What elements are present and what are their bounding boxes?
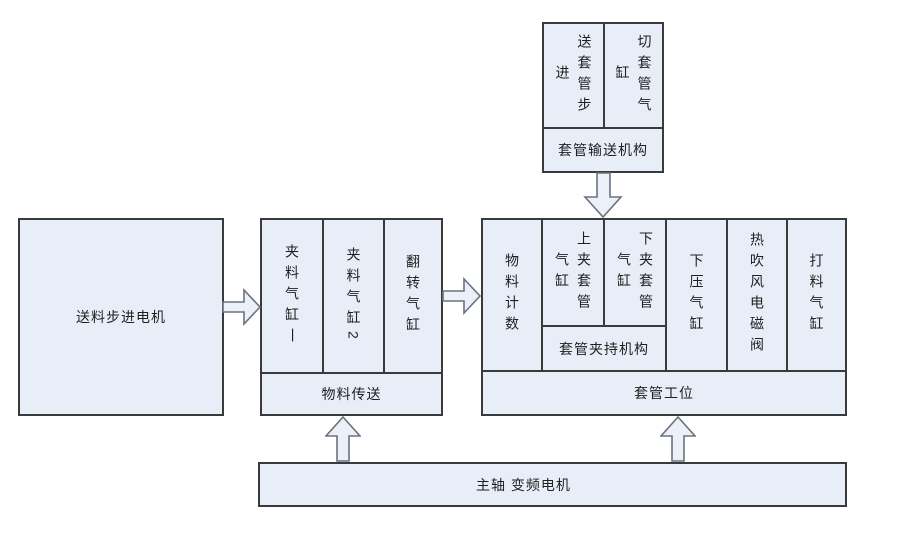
arrow-right-icon (442, 277, 482, 315)
cell-material-counter: 物料计数 (483, 220, 541, 370)
sleeve-cut-cylinder-label: 切套管气缸 (614, 33, 653, 118)
clamp-cylinder-1-label: 夹料气缸一 (284, 243, 300, 349)
band-sleeve-clamp-mechanism: 套管夹持机构 (543, 327, 665, 370)
cell-press-down-cylinder: 下压气缸 (667, 220, 726, 370)
feed-stepper-motor-label: 送料步进电机 (76, 309, 166, 325)
sleeve-station-title-label: 套管工位 (634, 385, 694, 401)
sleeve-feed-title-label: 套管输送机构 (558, 142, 648, 158)
box-sleeve-feed-mechanism: 送套管步进 切套管气缸 套管输送机构 (542, 22, 664, 173)
cell-sleeve-cut-cylinder: 切套管气缸 (605, 24, 662, 127)
box-material-transfer: 夹料气缸一 夹料气缸2 翻转气缸 物料传送 (260, 218, 443, 416)
cell-flip-cylinder: 翻转气缸 (385, 220, 441, 372)
material-counter-label: 物料计数 (504, 253, 520, 337)
cell-lower-sleeve-clamp-cylinder: 下夹套管气缸 (605, 220, 665, 325)
arrow-up-icon (660, 416, 696, 462)
hot-air-solenoid-valve-label: 热吹风电磁阀 (749, 232, 765, 358)
flip-cylinder-label: 翻转气缸 (405, 254, 421, 338)
box-spindle-motor: 主轴 变频电机 (258, 462, 847, 507)
band-sleeve-station-title: 套管工位 (483, 372, 845, 414)
box-feed-stepper-motor: 送料步进电机 (18, 218, 224, 416)
cell-knockout-cylinder: 打料气缸 (788, 220, 845, 370)
arrow-down-icon (583, 172, 623, 218)
sleeve-clamp-mechanism-label: 套管夹持机构 (559, 340, 649, 357)
upper-sleeve-clamp-cylinder-label: 上夹套管气缸 (554, 230, 592, 315)
band-sleeve-feed-title: 套管输送机构 (544, 129, 662, 171)
lower-sleeve-clamp-cylinder-label: 下夹套管气缸 (616, 230, 654, 315)
clamp-cylinder-2-label: 夹料气缸2 (345, 246, 362, 346)
material-transfer-title-label: 物料传送 (321, 386, 382, 402)
cell-sleeve-feed-stepper: 送套管步进 (544, 24, 603, 127)
arrow-up-icon (325, 416, 361, 462)
press-down-cylinder-label: 下压气缸 (688, 253, 705, 337)
knockout-cylinder-label: 打料气缸 (808, 253, 825, 337)
band-material-transfer-title: 物料传送 (262, 374, 441, 414)
arrow-right-icon (222, 288, 262, 326)
cell-hot-air-solenoid-valve: 热吹风电磁阀 (728, 220, 786, 370)
spindle-motor-label: 主轴 变频电机 (476, 476, 571, 493)
sleeve-feed-stepper-label: 送套管步进 (554, 33, 593, 118)
cell-upper-sleeve-clamp-cylinder: 上夹套管气缸 (543, 220, 603, 325)
cell-clamp-cylinder-1: 夹料气缸一 (262, 220, 322, 372)
box-sleeve-station: 物料计数 上夹套管气缸 下夹套管气缸 套管夹持机构 下压气缸 热吹风电磁阀 打料… (481, 218, 847, 416)
cell-clamp-cylinder-2: 夹料气缸2 (324, 220, 383, 372)
